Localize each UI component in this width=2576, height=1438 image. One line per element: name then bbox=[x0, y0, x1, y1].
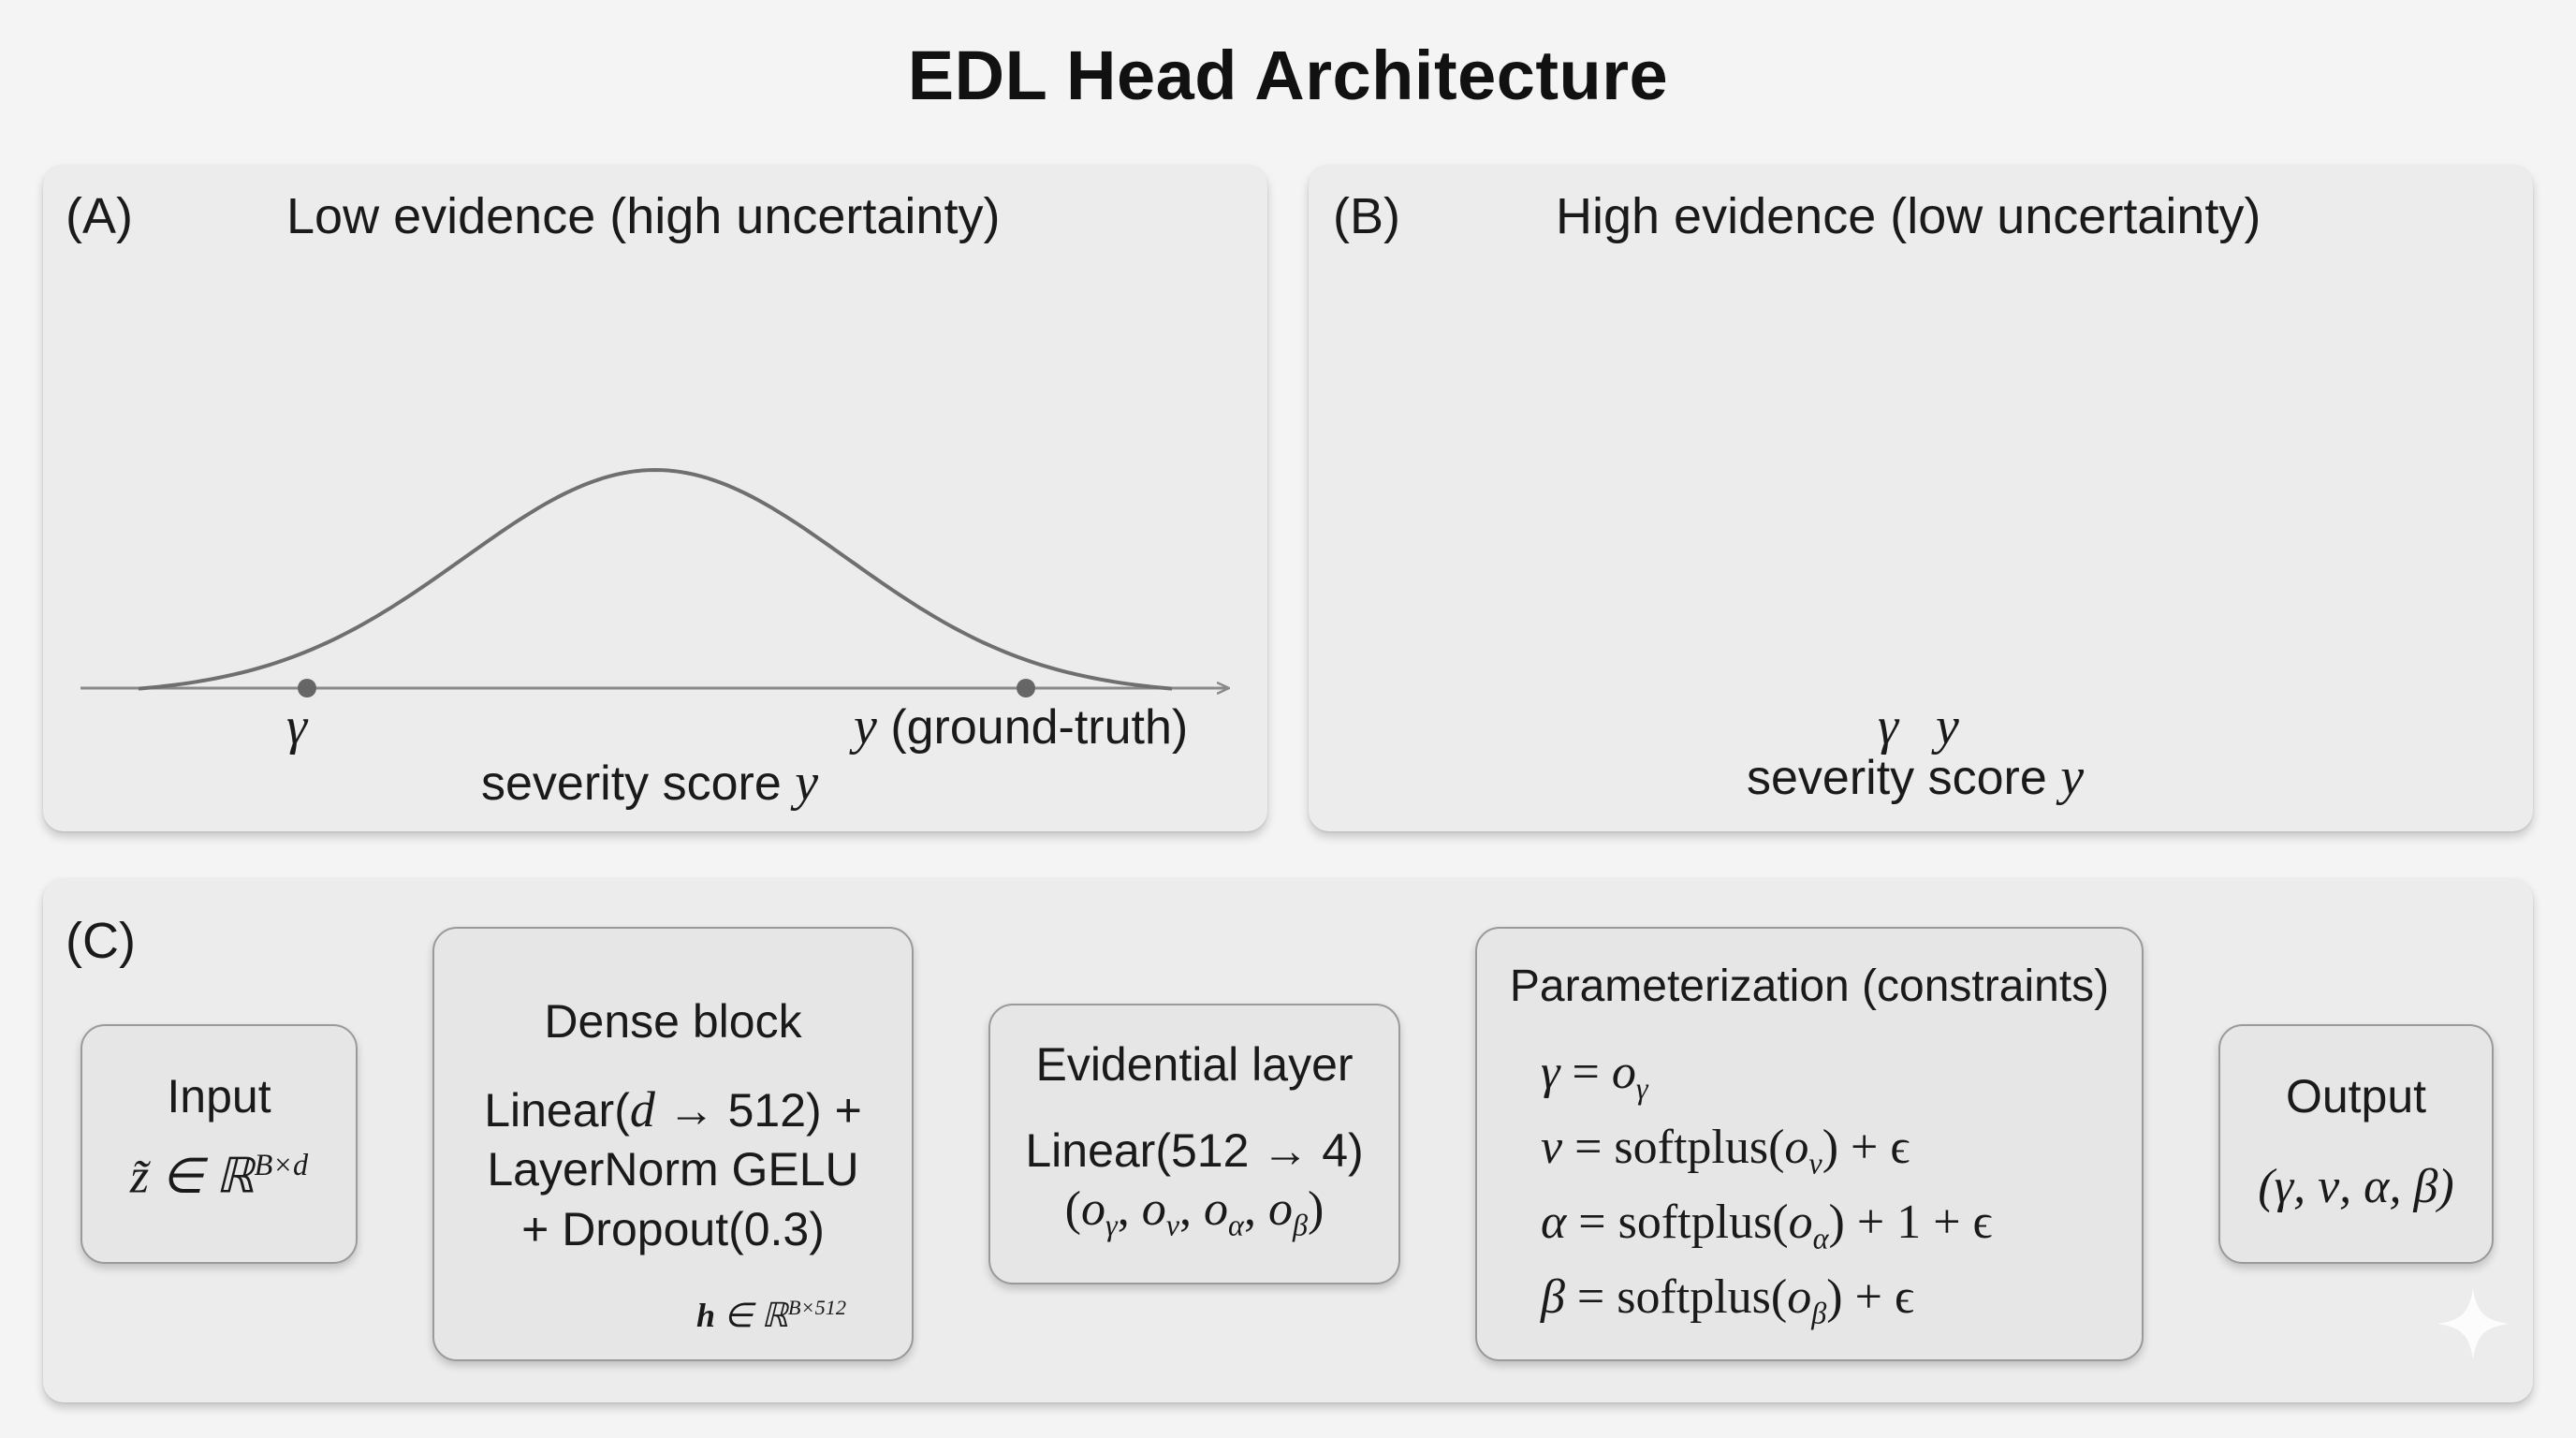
eq3-lhs: α bbox=[1541, 1196, 1567, 1249]
dense-line1-var: d bbox=[629, 1081, 655, 1137]
o-alpha: o bbox=[1204, 1182, 1229, 1236]
param-eq-alpha: α = softplus(oα) + 1 + ϵ bbox=[1541, 1195, 1993, 1255]
eq4-tail: ) + ϵ bbox=[1826, 1270, 1914, 1324]
panel-b-gamma-label: γ bbox=[1878, 697, 1899, 756]
dense-output-sup: B×512 bbox=[787, 1296, 847, 1319]
o-gamma-sub: γ bbox=[1105, 1208, 1118, 1242]
panel-c-label: (C) bbox=[66, 913, 136, 969]
evidential-layer-box bbox=[988, 1004, 1400, 1284]
panel-a-low-evidence bbox=[43, 165, 1267, 831]
o-gamma: o bbox=[1081, 1182, 1105, 1236]
panel-b-high-evidence bbox=[1309, 165, 2533, 831]
eq2-equals: = bbox=[1562, 1121, 1615, 1174]
panel-b-label: (B) bbox=[1333, 188, 1400, 244]
eq1-rhs: o bbox=[1611, 1046, 1636, 1099]
input-title: Input bbox=[167, 1070, 271, 1123]
evidential-layer-line1: Linear(512 → 4) bbox=[1025, 1124, 1364, 1177]
eq2-o: o bbox=[1784, 1121, 1809, 1174]
input-formula-text: z̃ ∈ ℝ bbox=[129, 1150, 255, 1204]
eq4-lhs: β bbox=[1541, 1270, 1565, 1324]
eq1-rhs-sub: γ bbox=[1635, 1071, 1648, 1106]
dense-line1-post: → 512) + bbox=[654, 1084, 862, 1137]
panel-a-title: Low evidence (high uncertainty) bbox=[286, 188, 1001, 244]
o-beta: o bbox=[1267, 1182, 1293, 1236]
input-box bbox=[80, 1024, 358, 1264]
eq2-tail: ) + ϵ bbox=[1822, 1121, 1910, 1174]
eq3-equals: = bbox=[1566, 1196, 1618, 1249]
panel-a-y-suffix: (ground-truth) bbox=[890, 700, 1189, 755]
dense-output-mid: ∈ ℝ bbox=[715, 1297, 788, 1334]
eq2-sub: ν bbox=[1808, 1146, 1822, 1181]
o-beta-sub: β bbox=[1292, 1208, 1308, 1242]
dense-block-output-shape: h ∈ ℝB×512 bbox=[696, 1296, 846, 1335]
output-title: Output bbox=[2285, 1070, 2427, 1123]
panel-a-axis-label: severity score y bbox=[481, 753, 818, 813]
dense-block-title: Dense block bbox=[544, 995, 802, 1048]
panel-a-axis-label-text: severity score bbox=[481, 756, 782, 811]
panel-a-gamma-label: γ bbox=[286, 697, 308, 756]
eq1-equals: = bbox=[1559, 1046, 1612, 1099]
o-nu: o bbox=[1141, 1182, 1166, 1236]
eq4-softplus: softplus( bbox=[1617, 1270, 1788, 1324]
panel-b-axis-label: severity score y bbox=[1747, 747, 2084, 807]
eq3-sub: α bbox=[1812, 1221, 1829, 1255]
panel-a-y-marker bbox=[1017, 679, 1035, 697]
panel-b-axis-label-text: severity score bbox=[1747, 751, 2047, 805]
dense-block-line2: LayerNorm GELU bbox=[487, 1143, 859, 1196]
output-box bbox=[2218, 1024, 2494, 1264]
panel-a-gamma-marker bbox=[298, 679, 316, 697]
parameterization-title: Parameterization (constraints) bbox=[1509, 961, 2110, 1011]
dense-block-line3: + Dropout(0.3) bbox=[521, 1203, 825, 1255]
panel-b-axis-label-var: y bbox=[2060, 748, 2085, 806]
eq4-sub: β bbox=[1811, 1296, 1827, 1330]
evidential-layer-title: Evidential layer bbox=[1035, 1038, 1354, 1091]
output-formula: (γ, ν, α, β) bbox=[2258, 1160, 2454, 1213]
param-eq-nu: ν = softplus(oν) + ϵ bbox=[1541, 1120, 1910, 1181]
dense-line1-pre: Linear( bbox=[484, 1084, 630, 1137]
panel-b-title: High evidence (low uncertainty) bbox=[1556, 188, 2261, 244]
eq3-o: o bbox=[1788, 1196, 1813, 1249]
dense-block-box bbox=[432, 927, 914, 1361]
o-alpha-sub: α bbox=[1228, 1208, 1244, 1242]
panel-a-axis-label-var: y bbox=[795, 754, 819, 812]
input-formula: z̃ ∈ ℝB×d bbox=[80, 1148, 358, 1204]
page-title: EDL Head Architecture bbox=[907, 37, 1669, 114]
dense-output-var: h bbox=[696, 1297, 716, 1334]
param-eq-gamma: γ = oγ bbox=[1541, 1045, 1648, 1106]
panel-a-label: (A) bbox=[66, 188, 133, 244]
eq4-equals: = bbox=[1564, 1270, 1617, 1324]
parameterization-box bbox=[1475, 927, 2144, 1361]
eq2-lhs: ν bbox=[1541, 1121, 1563, 1174]
panel-a-wide-distribution-curve bbox=[138, 467, 1173, 691]
dense-block-line1: Linear(d → 512) + bbox=[432, 1080, 914, 1138]
input-formula-sup: B×d bbox=[254, 1148, 309, 1181]
panel-a-y-var: y bbox=[854, 697, 877, 756]
panel-b-y-label: y bbox=[1936, 697, 1959, 756]
panel-a-y-label: y (ground-truth) bbox=[854, 697, 1188, 756]
eq2-softplus: softplus( bbox=[1614, 1121, 1785, 1174]
evidential-layer-outputs: (oγ, oν, oα, oβ) bbox=[1064, 1182, 1325, 1242]
eq4-o: o bbox=[1787, 1270, 1812, 1324]
eq1-lhs: γ bbox=[1541, 1046, 1560, 1099]
o-nu-sub: ν bbox=[1165, 1208, 1180, 1242]
eq3-softplus: softplus( bbox=[1617, 1196, 1789, 1249]
sparkle-icon bbox=[2437, 1288, 2509, 1359]
eq3-tail: ) + 1 + ϵ bbox=[1828, 1196, 1993, 1249]
param-eq-beta: β = softplus(oβ) + ϵ bbox=[1541, 1269, 1914, 1330]
